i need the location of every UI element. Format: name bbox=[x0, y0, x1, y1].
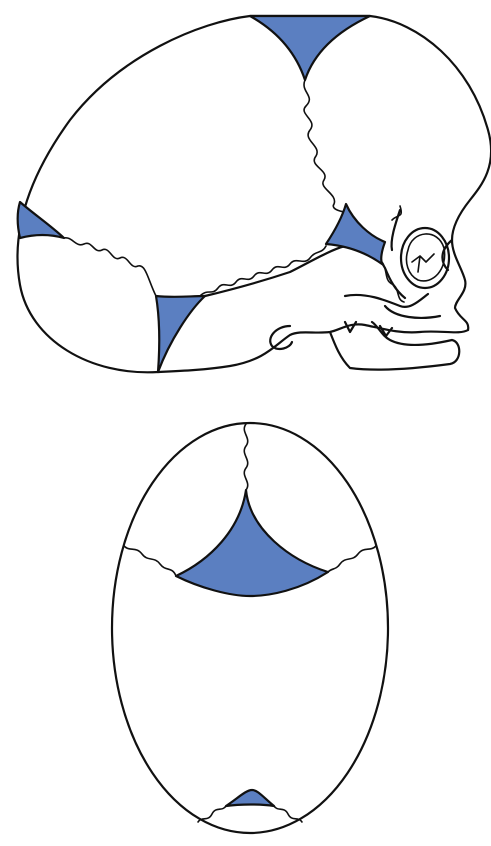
coronal-suture bbox=[304, 80, 346, 212]
sphenoidal-fontanelle-lateral bbox=[326, 204, 385, 264]
ear-opening bbox=[270, 326, 292, 349]
anterior-fontanelle-superior bbox=[176, 490, 328, 596]
superior-view bbox=[112, 423, 388, 833]
lateral-jaw-outline bbox=[158, 324, 468, 372]
lateral-view bbox=[17, 16, 491, 372]
orbit-detail bbox=[412, 254, 434, 272]
mastoid-fontanelle-lateral bbox=[156, 296, 205, 372]
maxilla-line bbox=[385, 306, 440, 318]
superior-skull-outline bbox=[112, 423, 388, 833]
lambdoid-suture-right bbox=[274, 806, 302, 822]
coronal-suture-left bbox=[124, 546, 176, 576]
lambdoid-suture-left bbox=[198, 806, 226, 822]
posterior-fontanelle-superior bbox=[226, 790, 274, 806]
sphenoid-suture bbox=[382, 262, 404, 302]
sagittal-suture bbox=[244, 424, 247, 490]
coronal-suture-right bbox=[328, 546, 376, 572]
anterior-fontanelle-lateral bbox=[250, 16, 370, 80]
zygomatic-line bbox=[345, 294, 428, 307]
squamosal-suture bbox=[200, 246, 326, 296]
orbit-inner bbox=[406, 234, 444, 281]
posterior-fontanelle-lateral bbox=[18, 202, 64, 238]
lambdoid-suture bbox=[64, 238, 156, 296]
